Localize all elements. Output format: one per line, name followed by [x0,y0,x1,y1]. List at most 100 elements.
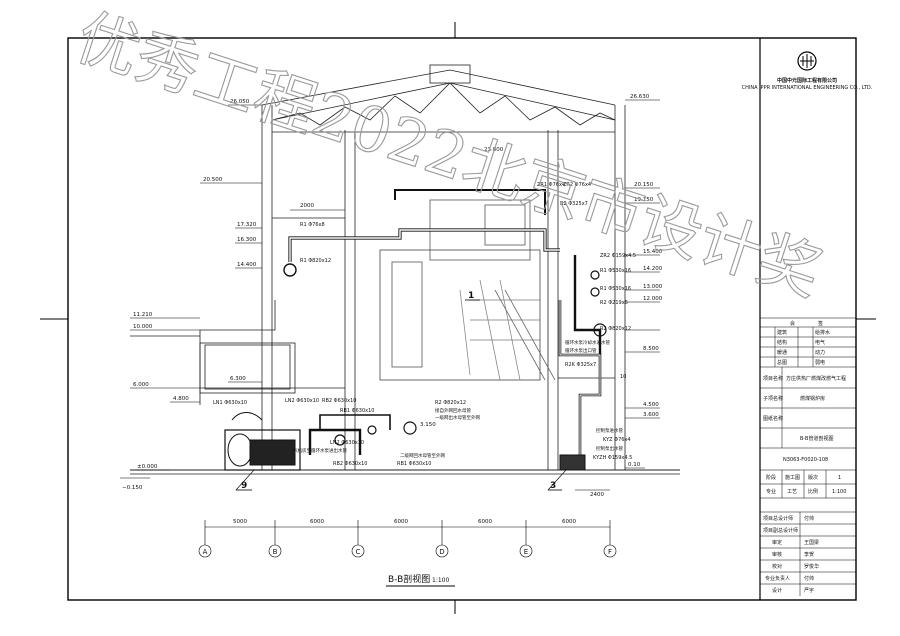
tb-huiqian: 会 [790,320,795,327]
drawing-caption: B-B剖视图 1:100 [386,573,455,587]
level-15400: 15.400 [643,249,663,255]
level-0150: −0.150 [122,485,143,491]
tb-sign-v: 罗俊华 [804,563,819,570]
dim-5000: 5000 [233,519,247,525]
level-20500: 20.500 [203,177,223,183]
level-26630: 26.630 [630,94,650,100]
tb-sign-k: 设计 [772,587,782,594]
axis-b: B [273,548,278,556]
drawing-scale: 1:100 [432,577,449,584]
level-26050: 26.050 [230,99,250,105]
pipe-label: RB2 Φ630x10 [322,398,356,404]
dim-6000: 6000 [562,519,576,525]
dim-6000: 6000 [310,519,324,525]
level-11210: 11.210 [133,312,153,318]
level-markers: 26.050 26.630 23.800 20.500 20.150 19.15… [120,94,663,491]
level-12000: 12.000 [643,296,663,302]
level-4800: 4.800 [173,396,189,402]
level-6300: 6.300 [230,376,246,382]
building-section [130,64,680,475]
callout-3: 3 [550,481,556,491]
tb-arch: 建筑 [777,329,787,336]
level-13000: 13.000 [643,284,663,290]
dim-2400: 2400 [590,492,604,498]
tb-ver-label: 版次 [808,474,818,481]
level-3150: 3.150 [420,422,436,428]
level-6000: 6.000 [133,382,149,388]
tb-sign-v: 严宇 [804,587,814,594]
pipe-label: RB1 Φ630x10 [340,408,374,414]
tb-stage: 施工图 [785,474,800,481]
axis-d: D [439,548,444,556]
dimension-lines: 2000 2400 5000 6000 6000 6000 6000 [204,203,611,545]
pipe-label: R2 Φ325x7 [560,201,588,207]
level-3600: 3.600 [643,412,659,418]
axis-c: C [356,548,361,556]
company-name-en: CHINA IPPR INTERNATIONAL ENGINEERING CO.… [742,85,873,91]
pipe-label: R2 Φ820x12 [600,326,631,332]
tb-project-name: 方庄供热厂燃煤改燃气工程 [786,375,846,382]
tb-weak: 弱电 [815,359,825,366]
tb-sub-name: 燃煤锅炉房 [800,395,825,402]
tb-sign-k: 校对 [772,563,782,570]
note: 控制泵出水管 [596,445,623,452]
tb-sign-v: 李贺 [804,551,814,558]
callouts: 1 9 3 10 [235,291,626,491]
pipe-label: RB2 Φ630x10 [333,461,367,467]
tb-stage-label: 阶段 [766,474,776,481]
level-14400: 14.400 [237,262,257,268]
tb-sign-k: 项目总设计师 [763,515,793,522]
tb-ratio: 1:100 [832,489,846,495]
note: 汽机房至循环水泵进出水管 [293,447,347,454]
tb-drawing-label: 图纸名称 [763,415,783,422]
pipe-label: LN2 Φ630x10 [330,440,364,446]
tb-drawing-no: N3063-F0020-108 [783,457,828,463]
tb-huiqian2: 签 [818,320,823,327]
pump-equipment [224,412,586,471]
tb-site: 总图 [777,359,787,366]
note: 二级网回水母管至外网 [400,452,445,459]
pipe-label: RB1 Φ630x10 [397,461,431,467]
level-19150: 19.150 [634,197,654,203]
level-4500: 4.500 [643,402,659,408]
tb-sign-v: 付帅 [804,575,814,582]
tb-ver: 1 [838,475,841,481]
note: 接自外网回水母管 [435,407,471,414]
note: 循环水泵冷却水进水管 [565,339,610,346]
tb-elec: 电气 [815,339,825,346]
pipe-notes: 循环水泵冷却水进水管 循环水泵出口管 接自外网回水母管 一级网出水母管至外网 二… [293,339,623,459]
callout-9: 9 [241,481,247,491]
pipe-network [283,189,607,460]
company-logo [797,51,817,71]
tb-sign-v: 付帅 [804,515,814,522]
tb-spec-label: 专业 [766,488,776,495]
level-23800: 23.800 [484,147,504,153]
pipe-label: LN1 Φ630x10 [213,400,247,406]
tb-hvac: 暖通 [777,349,787,356]
pipe-label: R2 Φ219x6 [600,300,628,306]
tb-drawing-name: B-B管道剖视图 [800,435,834,442]
tb-power: 动力 [815,349,825,356]
note: 控制泵进水管 [596,427,623,434]
pipe-label: ZR1 Φ76x4 [537,182,565,188]
level-14200: 14.200 [643,266,663,272]
pipe-label: LN2 Φ630x10 [285,398,319,404]
tb-sign-k: 专业负责人 [765,575,790,582]
pipe-label: R1 Φ820x12 [300,258,331,264]
note: 一级网出水母管至外网 [435,414,480,421]
pipe-label: KYZH Φ159x4.5 [593,455,632,461]
tb-sign-v: 王国梁 [804,539,819,546]
company-name-cn: 中国中元国际工程有限公司 [777,77,837,84]
grid-axes [198,544,617,558]
tb-water: 给排水 [815,329,830,336]
drawing-title: B-B剖视图 [388,573,430,585]
pipe-label: R2 Φ820x12 [435,400,466,406]
dim-2000: 2000 [300,203,314,209]
tb-sign-k: 项目副总设计师 [763,527,798,534]
pipe-label: R1 Φ530x16 [600,286,631,292]
dim-6000: 6000 [478,519,492,525]
callout-10: 10 [620,374,626,380]
level-0000: ±0.000 [137,464,158,470]
axis-f: F [608,548,612,556]
level-010: 0.10 [628,462,641,468]
